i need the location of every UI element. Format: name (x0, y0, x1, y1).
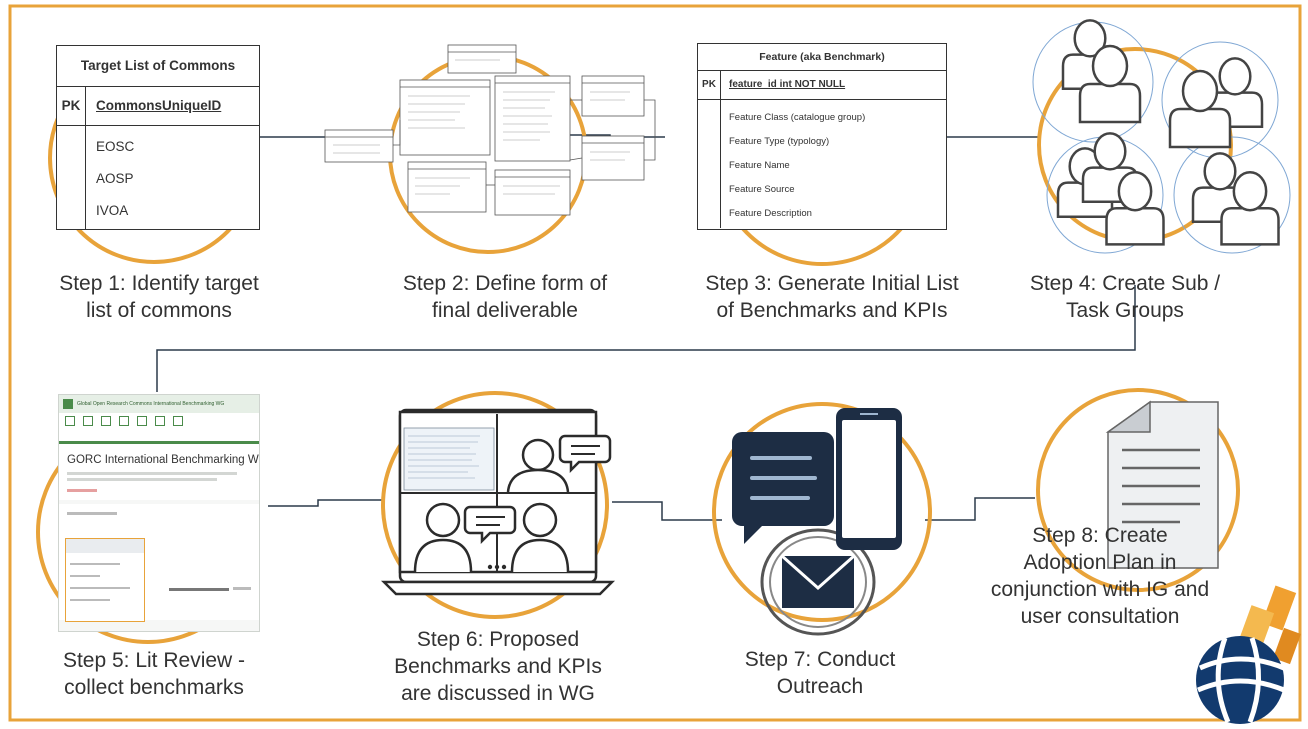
table-row: Feature Type (typology) (729, 136, 830, 147)
table-body: EOSC AOSP IVOA (57, 126, 259, 229)
form-header-title: Global Open Research Commons Internation… (77, 401, 225, 407)
pk-label: PK (698, 71, 721, 99)
table-row: Feature Class (catalogue group) (729, 112, 866, 123)
person-icon (1105, 170, 1165, 246)
person-icon (1168, 69, 1232, 149)
step2-label: Step 2: Define form of final deliverable (402, 272, 608, 322)
pk-field: CommonsUniqueID (96, 98, 222, 113)
outreach-icons (732, 408, 902, 636)
table-body: Feature Class (catalogue group) Feature … (698, 100, 946, 228)
feature-table: Feature (aka Benchmark) PK feature_id in… (697, 43, 947, 230)
step6-circle (381, 391, 609, 619)
form-header-bar: Global Open Research Commons Internation… (59, 395, 259, 413)
people-figures (1056, 19, 1280, 246)
table-pk-row: PK feature_id int NOT NULL (698, 71, 946, 100)
table-title: Feature (aka Benchmark) (698, 44, 946, 71)
step7-label: Step 7: Conduct Outreach (744, 648, 896, 698)
form-toolbar (59, 413, 259, 441)
step8-label: Step 8: Create Adoption Plan in conjunct… (990, 524, 1210, 628)
pk-field: feature_id int NOT NULL (729, 79, 846, 90)
outer-frame (8, 4, 1302, 722)
form-dropdown (65, 538, 145, 622)
table-row: AOSP (96, 171, 134, 186)
table-title: Target List of Commons (57, 46, 259, 87)
table-row: EOSC (96, 139, 135, 154)
email-envelope-icon (781, 554, 855, 608)
step5-label: Step 5: Lit Review - collect benchmarks (62, 649, 246, 699)
step7-circle (712, 402, 932, 622)
table-row: Feature Description (729, 208, 812, 219)
table-row: IVOA (96, 203, 129, 218)
person-icon (1078, 44, 1142, 124)
document-icon (1105, 400, 1219, 569)
form-title: GORC International Benchmarking WG (59, 444, 259, 470)
video-call-laptop-icon (380, 408, 616, 596)
step6-label: Step 6: Proposed Benchmarks and KPIs are… (394, 628, 602, 705)
step3-label: Step 3: Generate Initial List of Benchma… (705, 272, 959, 322)
database-schema-icon (324, 44, 656, 216)
table-pk-row: PK CommonsUniqueID (57, 87, 259, 126)
smartphone-icon (836, 408, 902, 550)
table-row: Feature Name (729, 160, 790, 171)
form-screenshot-icon: Global Open Research Commons Internation… (58, 394, 260, 632)
email-envelope-icon-ring (760, 528, 876, 636)
step1-label: Step 1: Identify target list of commons (59, 272, 259, 322)
step8-circle (1036, 388, 1240, 592)
target-list-table: Target List of Commons PK CommonsUniqueI… (56, 45, 260, 230)
step4-label: Step 4: Create Sub / Task Groups (1029, 272, 1221, 322)
people-group-icon (1032, 21, 1291, 254)
connector-lines (156, 134, 1136, 521)
table-row: Feature Source (729, 184, 795, 195)
chat-bubble-icon (732, 432, 834, 544)
person-icon (1220, 170, 1280, 246)
pk-label: PK (57, 87, 86, 125)
globe-logo-icon (1196, 585, 1301, 724)
